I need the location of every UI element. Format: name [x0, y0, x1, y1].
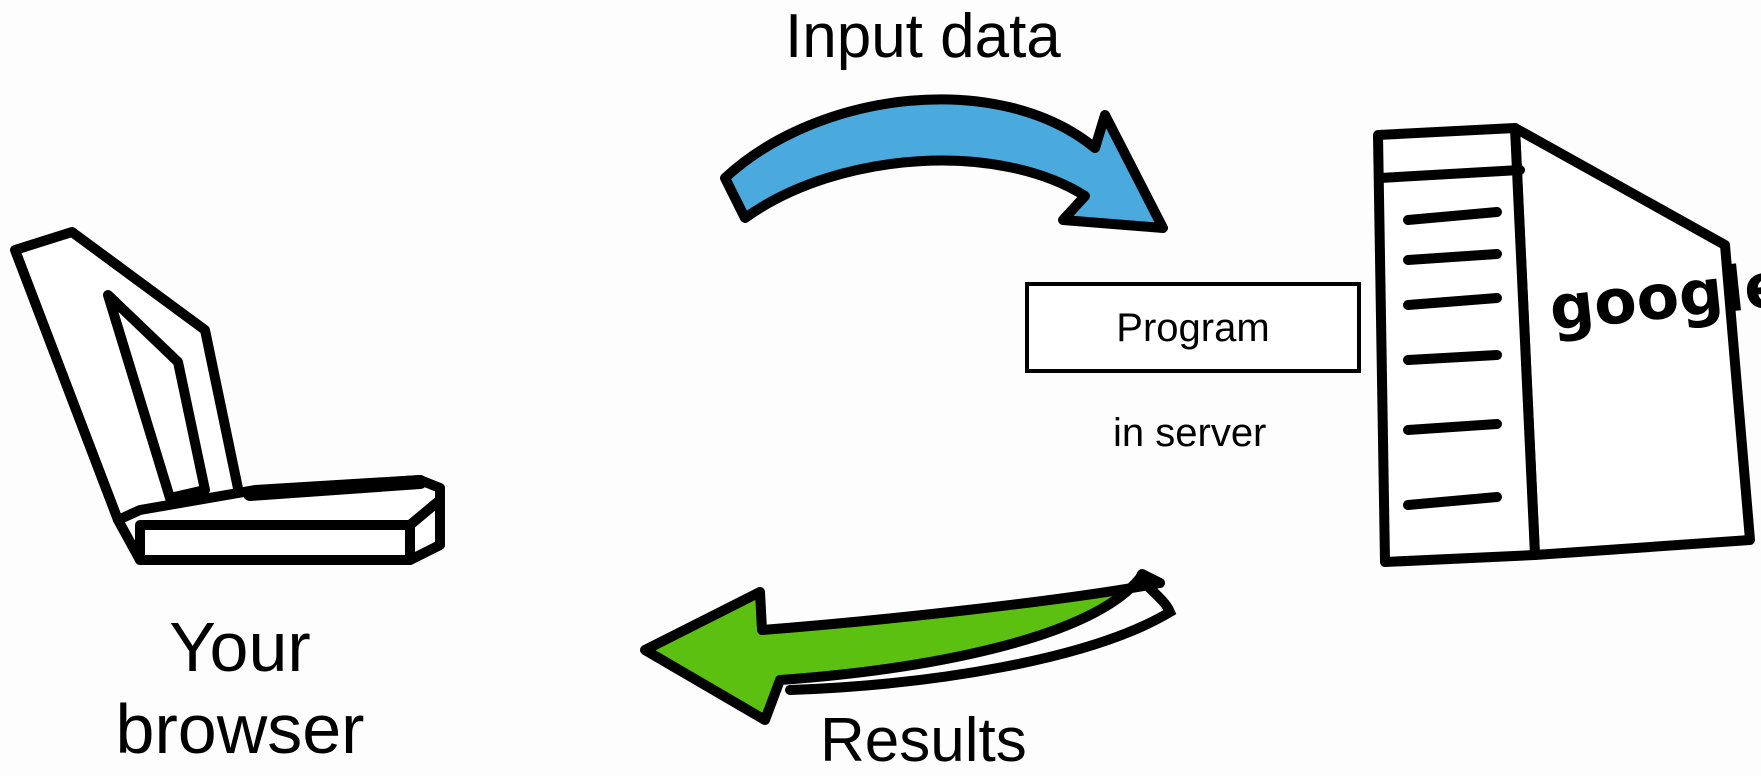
results-arrow	[640, 569, 1165, 725]
results-label: Results	[820, 706, 1027, 775]
results-arrow-shaft-edge	[785, 573, 1177, 695]
input-data-label: Input data	[785, 2, 1061, 71]
server-tower-icon	[1373, 123, 1755, 567]
in-server-label: in server	[1113, 411, 1267, 455]
program-box: Program	[1025, 282, 1361, 373]
program-label: Program	[1116, 305, 1270, 350]
laptop-icon	[10, 227, 445, 565]
your-browser-label: Your browser	[115, 608, 365, 768]
input-arrow	[720, 94, 1168, 233]
